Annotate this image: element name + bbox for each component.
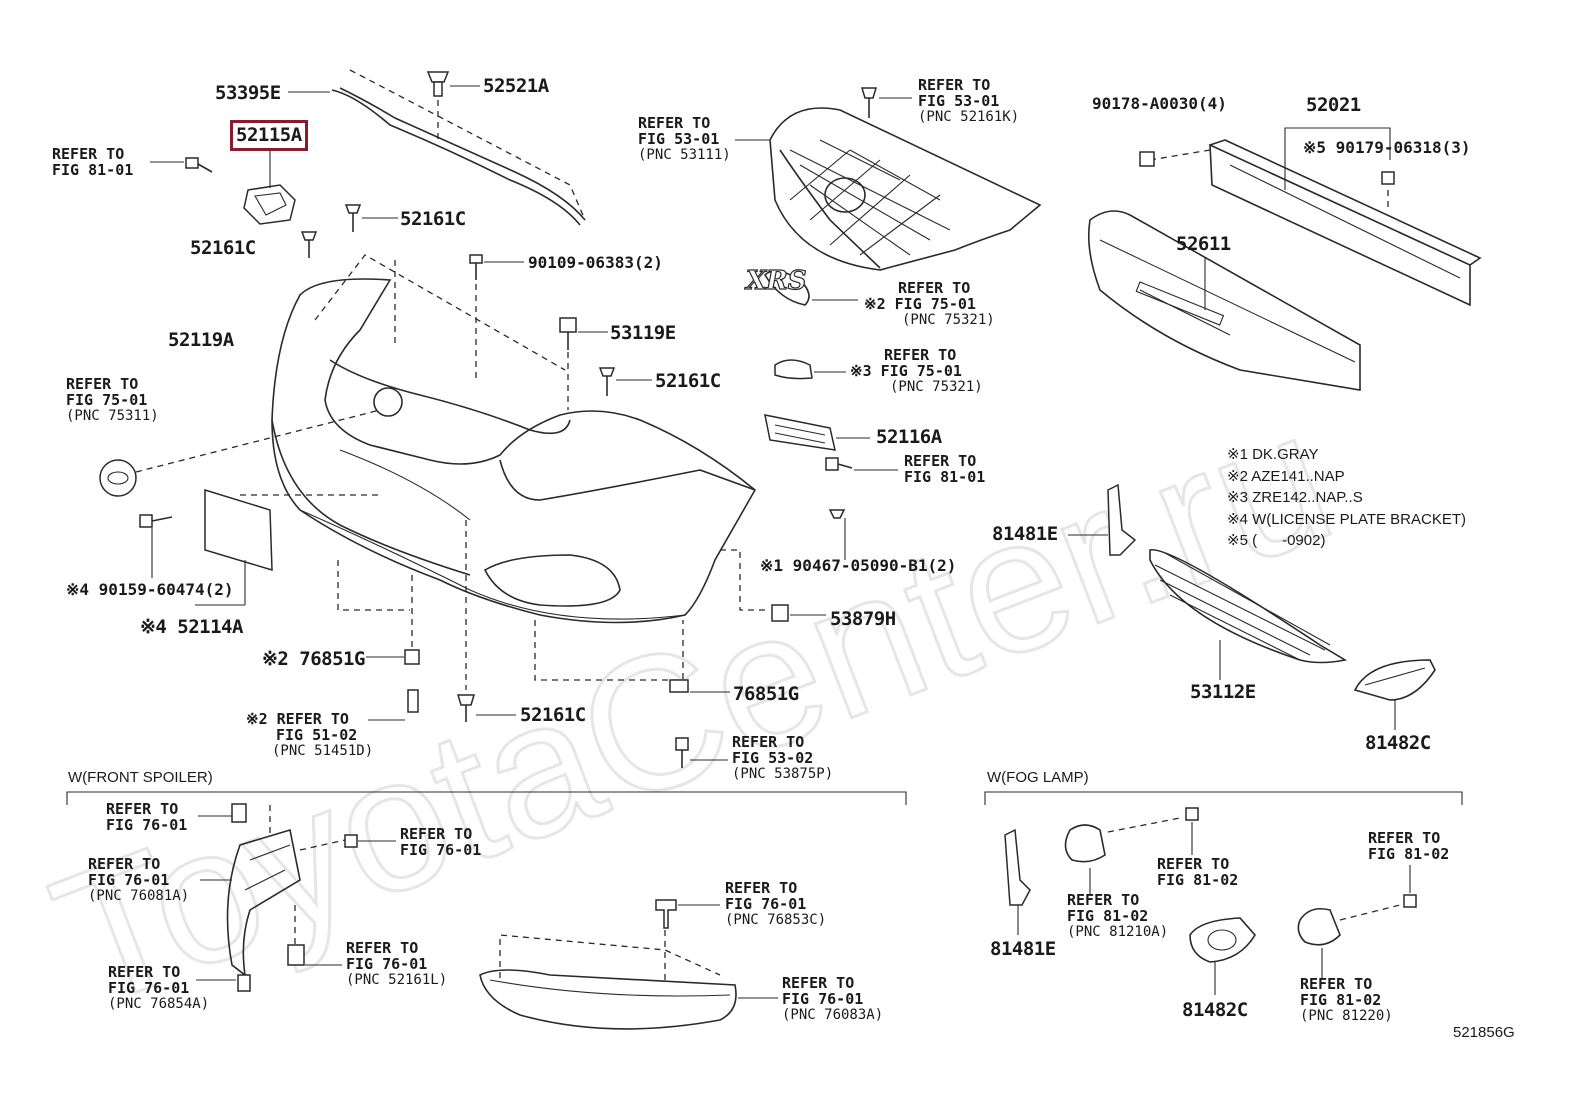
xrs-emblem-text: XRS (745, 266, 807, 296)
part-53879H[interactable]: 53879H (830, 608, 896, 630)
part-52521A[interactable]: 52521A (483, 75, 549, 97)
part-90178-A0030[interactable]: 90178-A0030(4) (1092, 94, 1227, 113)
section-fog-lamp: W(FOG LAMP) (987, 769, 1089, 786)
part-52161C[interactable]: 52161C (655, 370, 721, 392)
part-52611[interactable]: 52611 (1176, 233, 1231, 255)
refer-fig-75-01[interactable]: REFER TO※3 FIG 75-01(PNC 75321) (850, 346, 983, 395)
part-53395E[interactable]: 53395E (215, 82, 281, 104)
part-52161C[interactable]: 52161C (190, 237, 256, 259)
diagram-code: 521856G (1453, 1024, 1515, 1041)
part-52161C[interactable]: 52161C (520, 704, 586, 726)
bracket-52115A-drawing (150, 150, 296, 225)
part-90467-05090-B1[interactable]: ※1 90467-05090-B1(2) (760, 556, 957, 575)
part-76851G[interactable]: 76851G (733, 683, 799, 705)
part-81482C[interactable]: 81482C (1365, 732, 1431, 754)
legend-item-4: ※4 W(LICENSE PLATE BRACKET) (1227, 510, 1467, 528)
part-81481E[interactable]: 81481E (992, 523, 1058, 545)
part-52119A[interactable]: 52119A (168, 329, 234, 351)
part-90109-06383[interactable]: 90109-06383(2) (528, 253, 663, 272)
lower-clips-drawing (337, 520, 826, 768)
emblem-drawing (99, 409, 381, 497)
upper-grille-drawing (735, 87, 1042, 380)
part-81482C[interactable]: 81482C (1182, 999, 1248, 1021)
clip-52521A-drawing (426, 71, 480, 140)
fog-lamp-drawing (1004, 807, 1417, 995)
part-52116A[interactable]: 52116A (876, 426, 942, 448)
lower-grille-drawing (1068, 483, 1436, 730)
part-52114A[interactable]: ※4 52114A (140, 616, 243, 638)
section-front-spoiler: W(FRONT SPOILER) (68, 769, 213, 786)
legend-item-3: ※3 ZRE142..NAP..S (1227, 489, 1363, 506)
part-90179-06318[interactable]: ※5 90179-06318(3) (1303, 138, 1471, 157)
part-52115A-highlighted[interactable]: 52115A (230, 120, 308, 151)
refer-fig-75-01[interactable]: REFER TO※2 FIG 75-01(PNC 75321) (864, 279, 995, 328)
part-81481E[interactable]: 81481E (990, 938, 1056, 960)
legend-item-5: ※5 ( -0902) (1227, 532, 1326, 549)
part-76851G[interactable]: ※2 76851G (262, 648, 365, 670)
section-frames (66, 791, 1463, 805)
upper-molding-drawing (288, 69, 586, 226)
bumper-cover-drawing (271, 278, 757, 624)
legend-item-1: ※1 DK.GRAY (1227, 446, 1319, 463)
part-90159-60474[interactable]: ※4 90159-60474(2) (66, 580, 234, 599)
license-bracket-drawing (139, 488, 380, 606)
part-52021[interactable]: 52021 (1306, 94, 1361, 116)
part-53119E[interactable]: 53119E (610, 322, 676, 344)
legend: ※1 DK.GRAY ※2 AZE141..NAP ※3 ZRE142..NAP… (1227, 444, 1466, 552)
reinforcement-drawing (1087, 127, 1482, 391)
part-53112E[interactable]: 53112E (1190, 681, 1256, 703)
part-52161C[interactable]: 52161C (400, 208, 466, 230)
bumper-clips-drawing (300, 204, 652, 410)
bracket-52116A-drawing (764, 414, 898, 560)
legend-item-2: ※2 AZE141..NAP (1227, 467, 1345, 485)
front-spoiler-drawing (196, 803, 778, 1030)
